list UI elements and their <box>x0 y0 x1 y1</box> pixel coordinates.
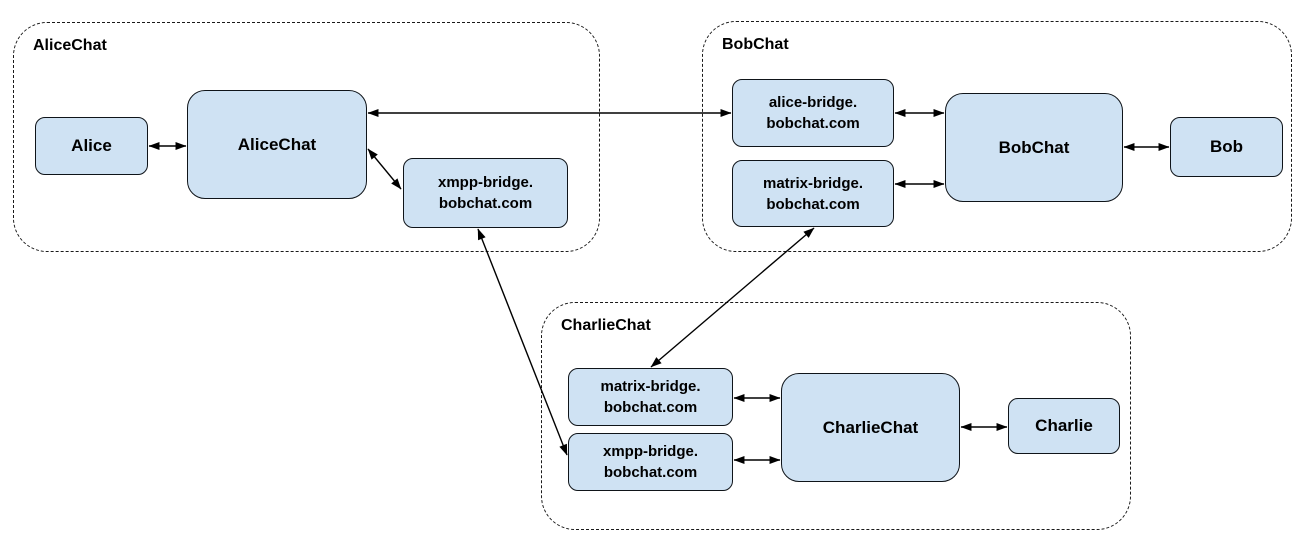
group-alicechat: AliceChat <box>13 22 600 252</box>
node-charlie-xmpp-bridge: xmpp-bridge. bobchat.com <box>568 433 733 491</box>
node-charlie-xmpp-bridge-line1: xmpp-bridge. <box>602 443 698 460</box>
node-alice-label: Alice <box>71 136 112 155</box>
group-charliechat-label: CharlieChat <box>561 317 651 334</box>
node-charlie-matrix-bridge-line2: bobchat.com <box>603 399 698 416</box>
node-bob-matrix-bridge: matrix-bridge. bobchat.com <box>732 160 894 227</box>
group-bobchat-label: BobChat <box>722 36 789 53</box>
node-bob-label: Bob <box>1209 137 1244 156</box>
node-charlie-matrix-bridge: matrix-bridge. bobchat.com <box>568 368 733 426</box>
node-charliechat-server-label: CharlieChat <box>822 417 919 437</box>
node-charlie: Charlie <box>1008 398 1120 454</box>
node-alicechat-server: AliceChat <box>187 90 367 199</box>
node-bob-alice-bridge-line2: bobchat.com <box>766 115 860 132</box>
node-alice-xmpp-bridge-line1: xmpp-bridge. <box>437 174 533 191</box>
node-charliechat-server: CharlieChat <box>781 373 960 482</box>
node-alice-xmpp-bridge-line2: bobchat.com <box>438 195 533 212</box>
node-bob-alice-bridge-line1: alice-bridge. <box>768 94 858 111</box>
node-alice-xmpp-bridge: xmpp-bridge. bobchat.com <box>403 158 568 228</box>
node-bobchat-server: BobChat <box>945 93 1123 202</box>
node-charlie-xmpp-bridge-line2: bobchat.com <box>603 464 698 481</box>
node-bob-alice-bridge: alice-bridge. bobchat.com <box>732 79 894 147</box>
group-bobchat: BobChat <box>702 21 1292 252</box>
node-charlie-matrix-bridge-line1: matrix-bridge. <box>600 378 701 395</box>
node-bob-matrix-bridge-line1: matrix-bridge. <box>762 174 864 192</box>
node-alicechat-server-label: AliceChat <box>237 134 317 154</box>
node-charlie-label: Charlie <box>1035 416 1093 435</box>
node-alice: Alice <box>35 117 148 175</box>
node-bobchat-server-label: BobChat <box>998 137 1070 157</box>
node-bob-matrix-bridge-line2: bobchat.com <box>766 195 860 213</box>
node-bob: Bob <box>1170 117 1283 177</box>
group-alicechat-label: AliceChat <box>33 37 107 54</box>
